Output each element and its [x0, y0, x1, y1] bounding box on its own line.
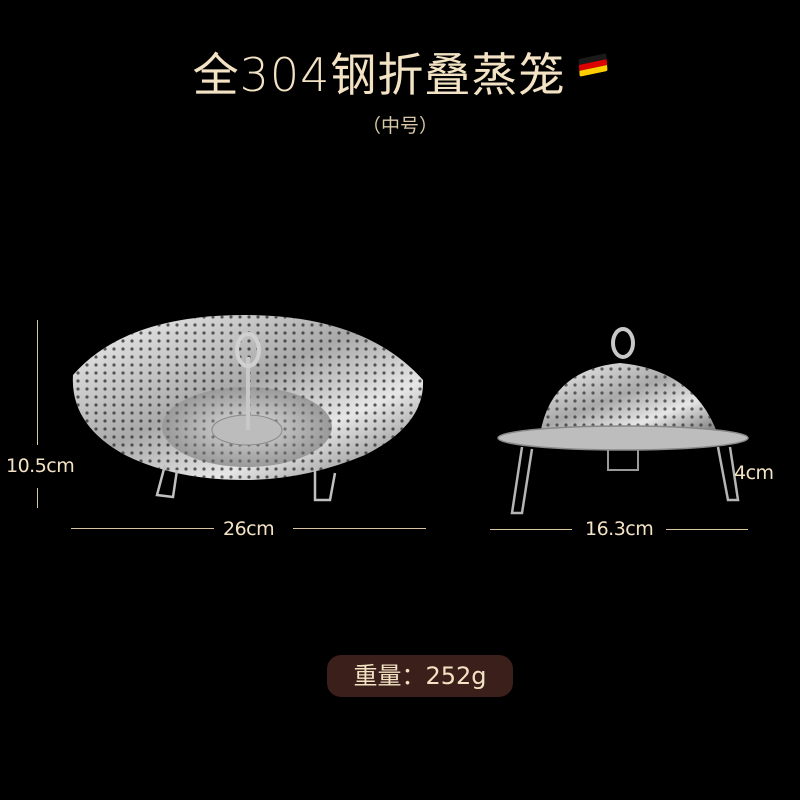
- size-subtitle: （中号）: [361, 115, 438, 137]
- title-text: 全304钢折叠蒸笼: [192, 48, 566, 102]
- large-width-line-right: [293, 528, 426, 529]
- small-width-line-left: [490, 529, 572, 530]
- large-height-label: 10.5cm: [6, 455, 75, 477]
- small-width-line-right: [666, 529, 748, 530]
- height-dimension-line-top: [37, 320, 38, 445]
- large-steamer-image: [72, 315, 424, 502]
- product-title: 全304钢折叠蒸笼: [0, 40, 800, 110]
- small-leg-height-label: 4cm: [734, 462, 774, 484]
- height-dimension-line-bottom: [37, 488, 38, 508]
- germany-flag-icon: [578, 53, 608, 77]
- weight-badge: 重量：252g: [327, 655, 513, 697]
- small-width-label: 16.3cm: [585, 518, 654, 540]
- large-width-line-left: [71, 528, 214, 529]
- large-width-label: 26cm: [223, 518, 275, 540]
- small-steamer-image: [497, 327, 749, 515]
